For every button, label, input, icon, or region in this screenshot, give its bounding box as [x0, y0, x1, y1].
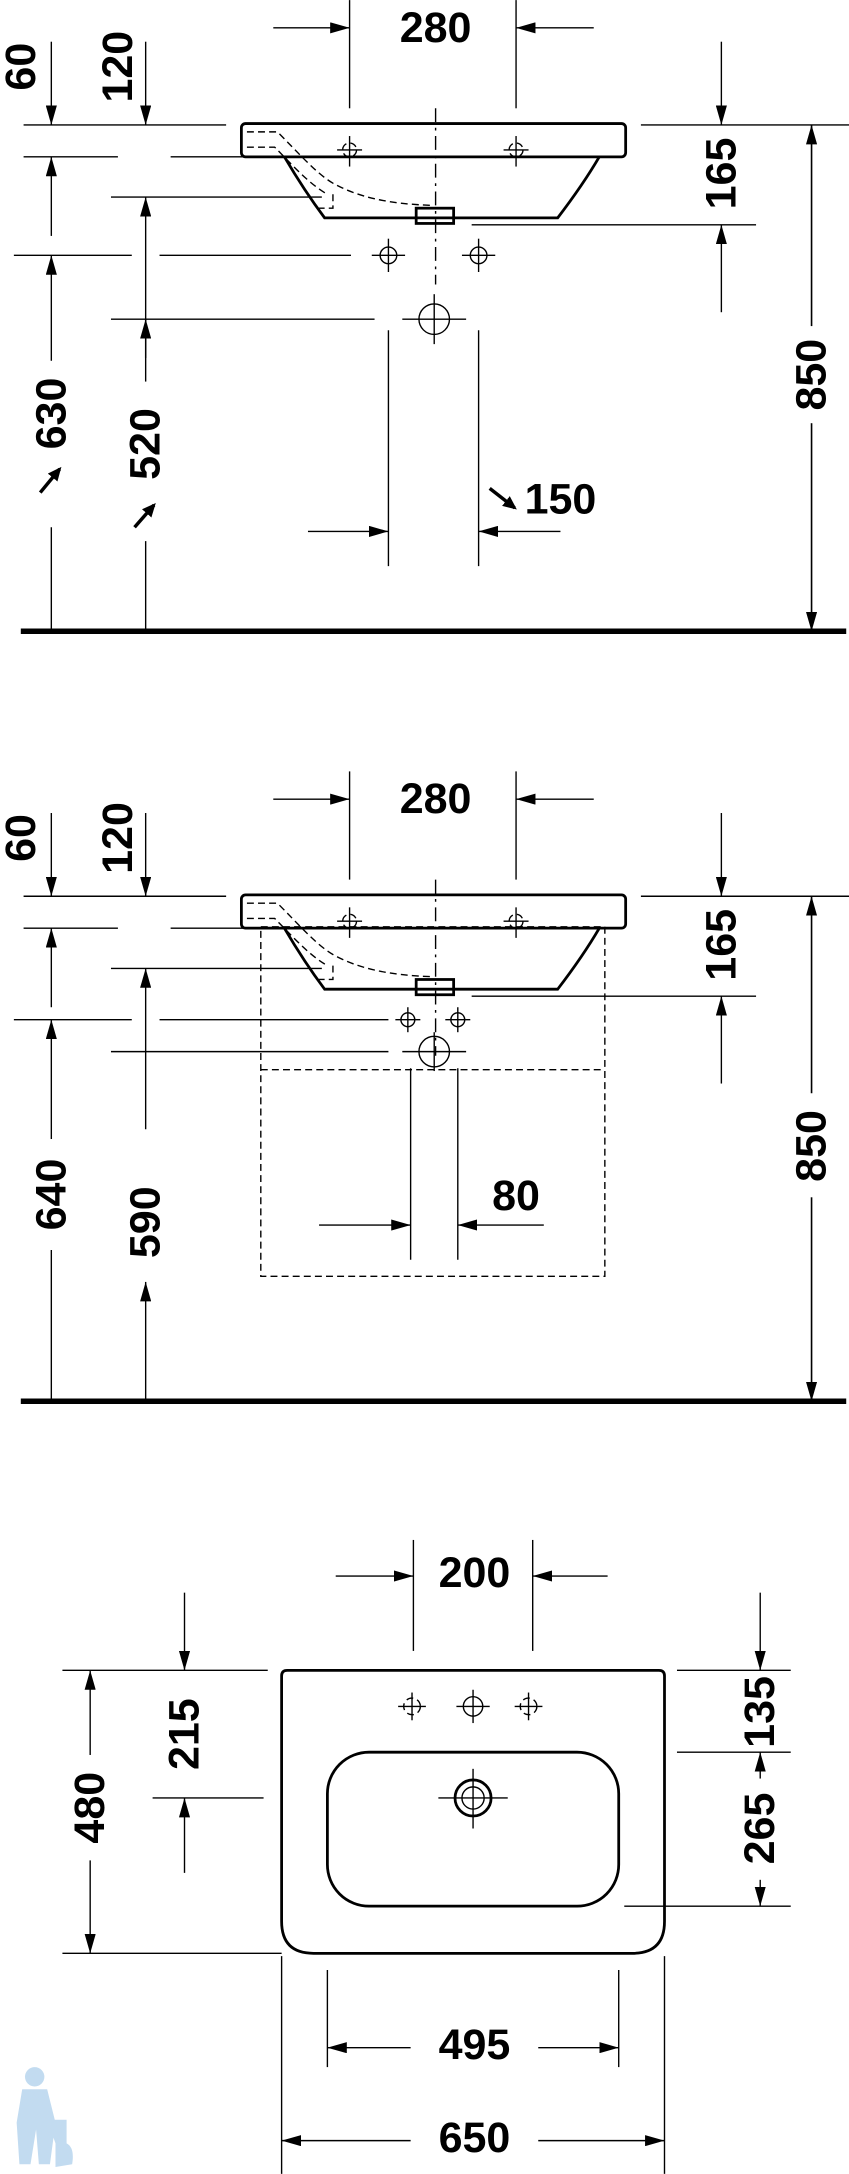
- dim-60: 60: [0, 814, 45, 862]
- waste-outlet: [402, 1032, 467, 1072]
- dim-850: 850: [788, 339, 836, 411]
- dim-120: 120: [94, 802, 142, 874]
- dim-520: 520: [122, 408, 170, 480]
- dim-165: 165: [697, 909, 745, 981]
- basin-outline: [280, 1668, 666, 1955]
- plumber-logo-icon: [16, 2067, 73, 2167]
- dim-60: 60: [0, 43, 45, 91]
- dim-590: 590: [122, 1186, 170, 1258]
- approx-arrow-520: [133, 502, 156, 529]
- supply-fitting-right: [461, 238, 496, 272]
- side-view-wall-mounted: 280 60 120 165 850 630 520: [0, 0, 849, 635]
- dim-80: 80: [492, 1172, 540, 1220]
- tap-hole-right: [514, 1692, 543, 1721]
- dim-280: 280: [400, 4, 472, 52]
- dim-135: 135: [736, 1676, 784, 1748]
- tap-hole-center: [456, 1689, 490, 1724]
- tap-hole-left: [398, 1692, 426, 1721]
- supply-fitting-left: [395, 1007, 421, 1033]
- dim-200: 200: [439, 1549, 511, 1597]
- dim-150: 150: [525, 475, 597, 523]
- top-view: 200 480 215 135 265 495 650: [62, 1539, 791, 2174]
- dim-640: 640: [27, 1159, 75, 1231]
- dim-280: 280: [400, 775, 472, 823]
- dim-265: 265: [736, 1793, 784, 1865]
- dim-165: 165: [697, 138, 745, 210]
- supply-fitting-right: [445, 1007, 471, 1033]
- dim-630: 630: [27, 378, 75, 450]
- waste-outlet: [402, 294, 467, 345]
- dim-850: 850: [788, 1110, 836, 1182]
- supply-fitting-left: [371, 238, 406, 272]
- dim-120: 120: [94, 31, 142, 103]
- side-view-with-cabinet: 280 60 120 165 850 640 590: [0, 771, 849, 1404]
- bowl-outline: [326, 1750, 621, 1908]
- dim-215: 215: [161, 1698, 209, 1770]
- dim-480: 480: [66, 1772, 114, 1844]
- approx-arrow-630: [38, 466, 62, 494]
- approx-arrow-150: [488, 487, 517, 510]
- drain: [438, 1768, 508, 1829]
- vanity-cabinet-outline: [260, 926, 606, 1278]
- dim-495: 495: [439, 2021, 511, 2069]
- dim-650: 650: [439, 2114, 511, 2162]
